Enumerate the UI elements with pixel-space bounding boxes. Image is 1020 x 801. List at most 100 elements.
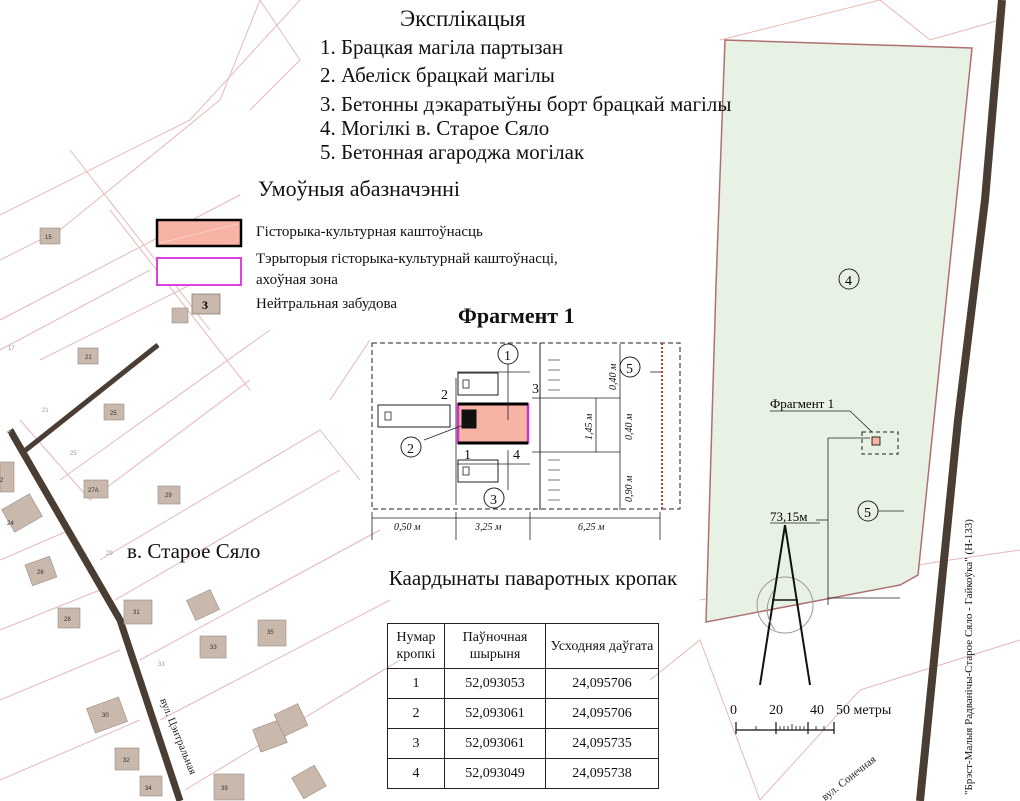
point-1: 1 [464, 448, 471, 463]
house-33: 33 [210, 645, 217, 651]
street-central-label: вул. Цэнтральная [157, 697, 199, 777]
house-30: 30 [102, 713, 109, 719]
village-label: в. Старое Сяло [127, 539, 261, 563]
north-arrow-icon [756, 524, 814, 686]
house-17: 17 [8, 346, 15, 352]
fragment-callout-2: 2 [407, 442, 414, 457]
cell: 24,095706 [545, 668, 659, 699]
explication-item-1: 1. Брацкая магіла партызан [320, 35, 564, 59]
table-row: 3 52,093061 24,095735 [387, 728, 659, 759]
house-34: 34 [145, 786, 152, 792]
scale-bar [735, 722, 835, 734]
house-21b: 21 [42, 408, 49, 414]
coordinates-title: Каардынаты паваротных кропак [388, 566, 678, 590]
dim-090: 0,90 м [624, 475, 635, 502]
point-4: 4 [513, 448, 520, 463]
fragment-callout-1: 1 [504, 349, 511, 364]
house-25b: 25 [70, 451, 77, 457]
legend-swatch-heritage [155, 218, 243, 248]
house-39: 39 [221, 786, 228, 792]
point-2: 2 [441, 388, 448, 403]
legend-zone-text-2: ахоўная зона [256, 272, 338, 288]
cell: 1 [387, 668, 445, 699]
fragment-callout-5: 5 [626, 362, 633, 377]
house-25: 25 [110, 411, 117, 417]
cell: 3 [387, 728, 445, 759]
cemetery-area [705, 39, 973, 623]
house-26: 26 [37, 570, 44, 576]
dim-145: 1,45 м [584, 413, 595, 440]
dim-625: 6,25 м [578, 522, 605, 533]
cell: 52,093061 [444, 728, 546, 759]
cell: 24,095735 [545, 728, 659, 759]
legend-title: Умоўныя абазначэнні [258, 176, 460, 201]
house-28: 28 [64, 617, 71, 623]
scale-end-label: 50 метры [836, 703, 892, 718]
street-central-small-label: вул. Цэнтральная [2, 394, 31, 441]
cell: 24,095706 [545, 698, 659, 729]
table-row: 2 52,093061 24,095706 [387, 698, 659, 729]
house-27a: 27A [88, 488, 99, 494]
dim-050: 0,50 м [394, 522, 421, 533]
side-street [20, 343, 160, 455]
legend-heritage-text: Гісторыка-культурная каштоўнасць [256, 224, 483, 240]
legend-swatch-neutral-label: 3 [202, 298, 208, 312]
col-header-number: Нумар кропкі [387, 623, 445, 669]
explication-item-2: 2. Абеліск брацкай магілы [320, 63, 555, 87]
dim-040b: 0,40 м [624, 413, 635, 440]
scale-tick-20: 20 [769, 703, 783, 718]
cell: 24,095738 [545, 758, 659, 789]
road-n133 [916, 0, 1006, 801]
house-33b: 33 [158, 662, 165, 668]
legend-neutral-text: Нейтральная забудова [256, 296, 398, 312]
dim-040a: 0,40 м [608, 363, 619, 390]
cell: 52,093053 [444, 668, 546, 699]
fragment-title: Фрагмент 1 [458, 303, 575, 328]
table-row: 4 52,093049 24,095738 [387, 758, 659, 789]
point-3: 3 [532, 382, 539, 397]
col-header-longitude: Усходняя даўгата [545, 623, 659, 669]
house-2: 2 [0, 478, 4, 484]
cemetery-callout: 4 [845, 274, 852, 289]
houses [0, 227, 327, 801]
col-header-latitude: Паўночная шырыня [444, 623, 546, 669]
table-row: 1 52,093053 24,095706 [387, 668, 659, 699]
dim-325: 3,25 м [474, 522, 502, 533]
map-fragment-box [861, 431, 899, 455]
house-31: 31 [133, 610, 140, 616]
house-15: 15 [45, 235, 52, 241]
fragment-labels: 1 2 3 5 1 2 3 4 [400, 343, 641, 509]
fragment-callout-3: 3 [490, 493, 497, 508]
road-label: "Брэст-Малыя Радванічы-Старое Сяло - Гай… [963, 519, 975, 795]
legend-swatch-zone [156, 257, 242, 286]
explication-item-5: 5. Бетонная агароджа могілак [320, 140, 585, 164]
map-monument [871, 436, 881, 446]
cell: 52,093049 [444, 758, 546, 789]
scale-tick-0: 0 [730, 703, 737, 718]
house-32: 32 [123, 758, 130, 764]
house-number-labels: 15 17 21 21 25 25 27A 29 29 26 28 31 33 … [0, 235, 274, 792]
coordinates-table: Нумар кропкі Паўночная шырыня Усходняя д… [387, 623, 659, 789]
fence-callout: 5 [864, 506, 871, 521]
house-21: 21 [85, 355, 92, 361]
explication-item-3: 3. Бетонны дэкаратыўны борт брацкай магі… [320, 92, 732, 116]
cemetery-callout-circle [838, 268, 860, 290]
fragment-obelisk [461, 409, 477, 429]
house-35: 35 [267, 630, 274, 636]
explication-title: Эксплікацыя [400, 6, 526, 31]
distance-label: 73,15м [770, 509, 807, 524]
fragment-drawing [371, 342, 681, 540]
fragment-dimensions: 0,50 м 3,25 м 6,25 м 1,45 м 0,40 м 0,40 … [394, 363, 635, 533]
street-central [6, 428, 184, 801]
cell: 52,093061 [444, 698, 546, 729]
cell: 4 [387, 758, 445, 789]
map-fragment-label: Фрагмент 1 [770, 396, 834, 411]
legend-swatch-neutral [191, 293, 221, 315]
scale-tick-40: 40 [810, 703, 824, 718]
street-sonechnaya-label: вул. Сонечная [819, 754, 878, 801]
house-24: 24 [7, 521, 14, 527]
house-29: 29 [165, 493, 172, 499]
legend-zone-text-1: Тэрыторыя гісторыка-культурнай каштоўнас… [256, 251, 558, 267]
cell: 2 [387, 698, 445, 729]
